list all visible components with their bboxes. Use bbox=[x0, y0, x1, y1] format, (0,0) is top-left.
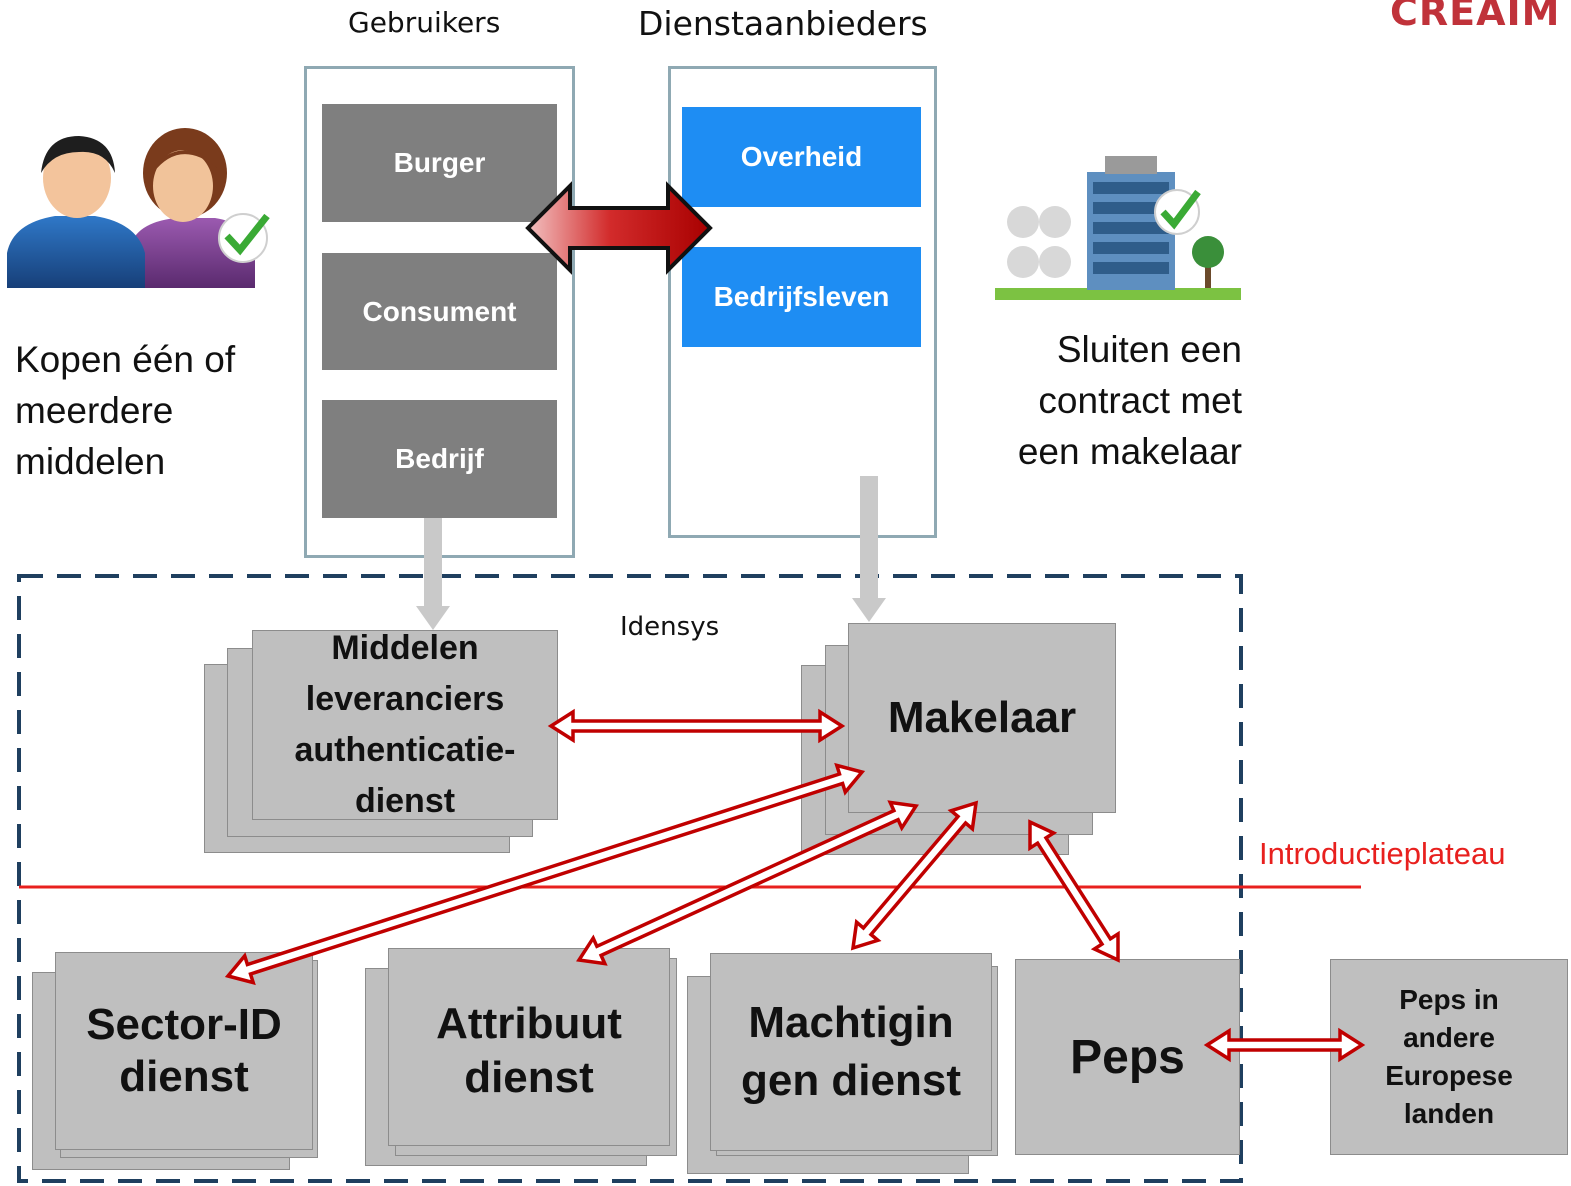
building-provider-icon bbox=[995, 156, 1241, 300]
peps-makelaar-arrow bbox=[1028, 819, 1120, 963]
sector-id-box: Sector-ID dienst bbox=[55, 952, 313, 1150]
user-bedrijf: Bedrijf bbox=[322, 400, 557, 518]
plateau-label: Introductieplateau bbox=[1259, 836, 1506, 871]
user-burger: Burger bbox=[322, 104, 557, 222]
peps-box: Peps bbox=[1015, 959, 1240, 1155]
middelen-line: Middelen bbox=[331, 629, 479, 667]
providers-caption-line: een makelaar bbox=[1017, 431, 1242, 472]
idensys-boundary bbox=[17, 574, 1243, 1183]
machtigingen-line: Machtigin bbox=[748, 998, 954, 1047]
provider-bedrijfsleven: Bedrijfsleven bbox=[682, 247, 921, 347]
peps-eu-line: Peps in bbox=[1399, 984, 1499, 1015]
users-caption-line: middelen bbox=[15, 441, 166, 482]
users-caption-line: meerdere bbox=[15, 390, 174, 431]
users-flow-arrow bbox=[424, 518, 442, 610]
machtigingen-makelaar-arrow bbox=[850, 800, 979, 951]
makelaar-box: Makelaar bbox=[848, 623, 1116, 813]
middelen-box: Middelen leveranciers authenticatie- die… bbox=[252, 629, 558, 820]
peps-eu-line: landen bbox=[1403, 1098, 1495, 1129]
providers-flow-arrow bbox=[860, 476, 878, 600]
peps-europe-arrow bbox=[1203, 1027, 1366, 1063]
sector-makelaar-arrow bbox=[224, 762, 866, 986]
peps-eu-line: andere bbox=[1403, 1022, 1495, 1053]
provider-overheid: Overheid bbox=[682, 107, 921, 207]
middelen-line: authenticatie- bbox=[294, 731, 516, 769]
middelen-line: dienst bbox=[354, 782, 456, 820]
peps-eu-line: Europese bbox=[1385, 1060, 1513, 1091]
providers-header: Dienstaanbieders bbox=[638, 4, 928, 43]
machtigingen-line: gen dienst bbox=[740, 1056, 962, 1105]
users-header: Gebruikers bbox=[348, 6, 501, 39]
peps-eu-box: Peps in andere Europese landen bbox=[1330, 959, 1568, 1155]
idensys-label: Idensys bbox=[620, 612, 720, 642]
sector-id-line: dienst bbox=[119, 1052, 249, 1101]
user-consument: Consument bbox=[322, 253, 557, 370]
middelen-makelaar-arrow bbox=[547, 708, 846, 744]
middelen-line: leveranciers bbox=[305, 680, 505, 718]
providers-caption: Sluiten een contract met een makelaar bbox=[960, 324, 1242, 477]
attribuut-line: Attribuut bbox=[436, 999, 622, 1048]
sector-id-line: Sector-ID bbox=[86, 1000, 282, 1049]
providers-caption-line: contract met bbox=[1038, 380, 1242, 421]
attribuut-line: dienst bbox=[464, 1053, 594, 1102]
users-caption: Kopen één of meerdere middelen bbox=[15, 334, 235, 487]
users-people-icon bbox=[7, 128, 270, 288]
brand-logo-text: CREAIM bbox=[1390, 0, 1561, 34]
attribuut-makelaar-arrow bbox=[576, 800, 919, 966]
peps-label: Peps bbox=[1070, 1030, 1185, 1084]
users-providers-arrow bbox=[525, 181, 713, 275]
users-caption-line: Kopen één of bbox=[15, 339, 236, 380]
attribuut-box: Attribuut dienst bbox=[388, 948, 670, 1146]
providers-caption-line: Sluiten een bbox=[1056, 329, 1242, 370]
machtigingen-box: Machtigin gen dienst bbox=[710, 953, 992, 1151]
